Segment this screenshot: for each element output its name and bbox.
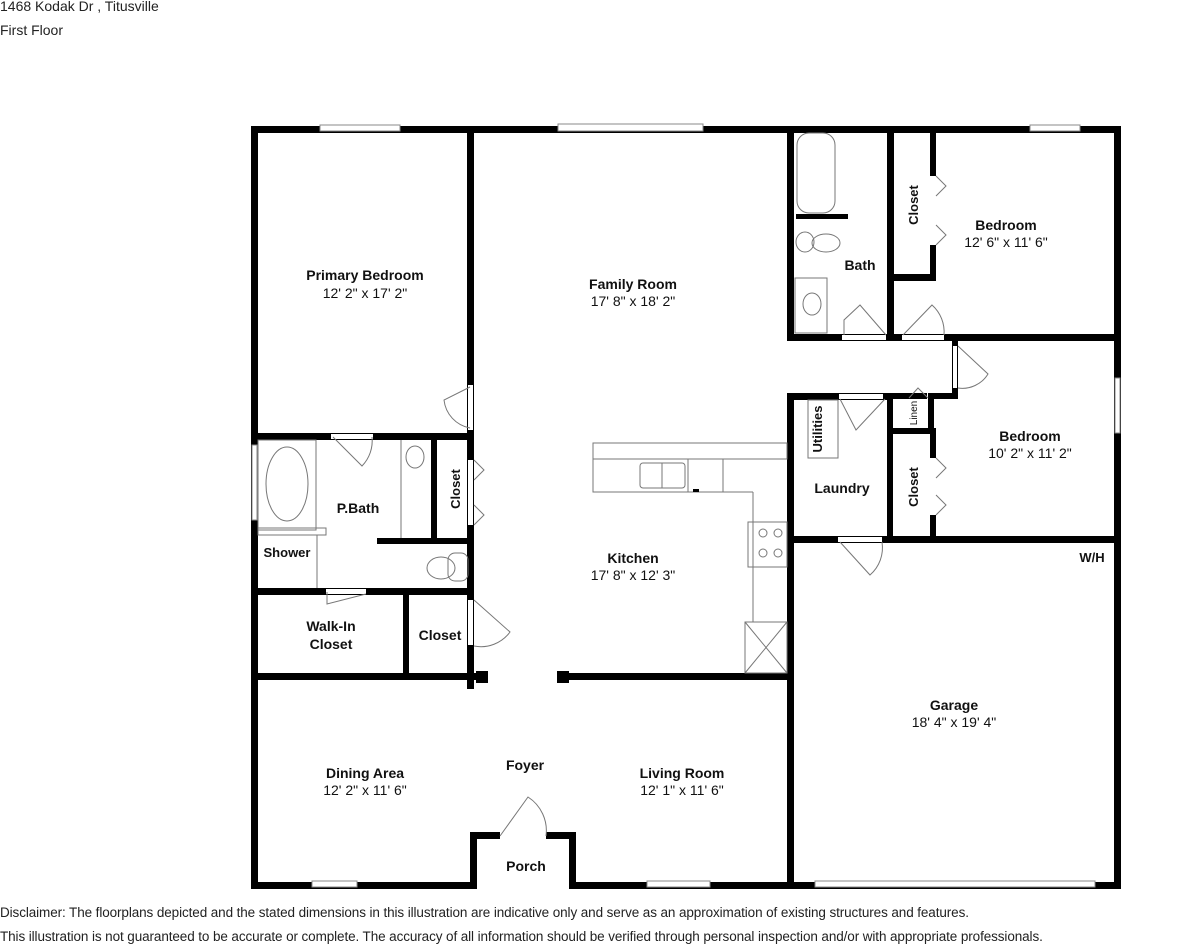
room-dims-garage: 18' 4" x 19' 4" bbox=[912, 714, 997, 730]
fixtures bbox=[257, 132, 841, 674]
room-label-shower: Shower bbox=[264, 545, 311, 560]
room-label-bedroom-1: Bedroom bbox=[975, 217, 1036, 233]
room-dims-living-room: 12' 1" x 11' 6" bbox=[640, 782, 724, 798]
room-label-living-room: Living Room bbox=[640, 765, 725, 781]
room-label-laundry: Laundry bbox=[814, 480, 869, 496]
room-label-family-room: Family Room bbox=[589, 276, 677, 292]
floor-label: First Floor bbox=[0, 22, 63, 38]
room-label-primary-bedroom: Primary Bedroom bbox=[306, 267, 423, 283]
room-label-linen: Linen bbox=[909, 401, 920, 425]
room-dims-primary-bedroom: 12' 2" x 17' 2" bbox=[323, 285, 408, 301]
room-dims-bedroom-2: 10' 2" x 11' 2" bbox=[988, 445, 1072, 461]
room-label-kitchen: Kitchen bbox=[607, 550, 658, 566]
room-label-closet-hall: Closet bbox=[448, 468, 463, 508]
room-label-walk-in-closet-2: Closet bbox=[310, 636, 353, 652]
room-label-p-bath: P.Bath bbox=[337, 500, 380, 516]
room-label-bedroom-2: Bedroom bbox=[999, 428, 1060, 444]
disclaimer-line-2: This illustration is not guaranteed to b… bbox=[0, 929, 1043, 944]
door-swings bbox=[326, 175, 989, 837]
windows bbox=[251, 123, 1121, 888]
room-label-walk-in-closet-1: Walk-In bbox=[306, 618, 355, 634]
room-dims-dining-area: 12' 2" x 11' 6" bbox=[323, 782, 407, 798]
room-dims-kitchen: 17' 8" x 12' 3" bbox=[591, 567, 676, 583]
label-water-heater: W/H bbox=[1079, 550, 1104, 565]
property-address: 1468 Kodak Dr , Titusville bbox=[0, 0, 159, 14]
walls bbox=[251, 126, 1121, 889]
room-label-utilities: Utilities bbox=[810, 406, 825, 453]
room-label-closet-bedroom-1: Closet bbox=[906, 184, 921, 224]
room-label-dining-area: Dining Area bbox=[326, 765, 404, 781]
room-label-closet-foyer: Closet bbox=[419, 627, 462, 643]
disclaimer-line-1: Disclaimer: The floorplans depicted and … bbox=[0, 905, 969, 920]
room-dims-bedroom-1: 12' 6" x 11' 6" bbox=[964, 234, 1048, 250]
room-dims-family-room: 17' 8" x 18' 2" bbox=[591, 293, 676, 309]
room-label-bath: Bath bbox=[844, 257, 875, 273]
room-label-foyer: Foyer bbox=[506, 757, 545, 773]
room-label-closet-bedroom-2: Closet bbox=[906, 466, 921, 506]
room-label-garage: Garage bbox=[930, 697, 978, 713]
room-label-porch: Porch bbox=[506, 858, 546, 874]
